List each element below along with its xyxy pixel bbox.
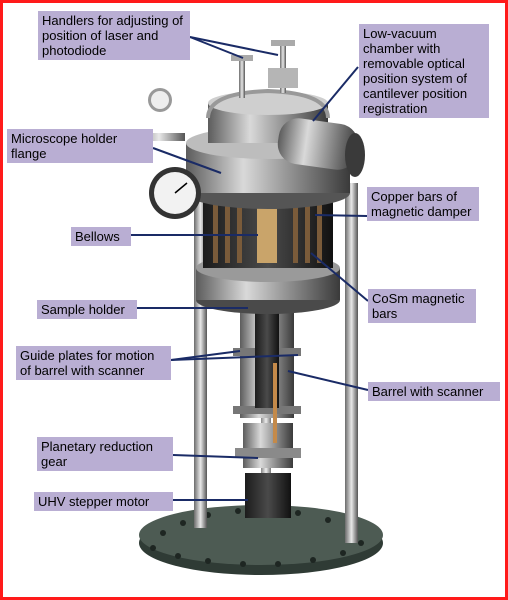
label-bellows: Bellows	[71, 227, 131, 246]
magnetic-damper	[196, 198, 340, 314]
label-handlers: Handlers for adjusting of position of la…	[38, 11, 190, 60]
label-stepper-motor: UHV stepper motor	[34, 492, 173, 511]
scanner-column	[233, 303, 301, 518]
apparatus-illustration	[131, 36, 383, 575]
label-guide-plates: Guide plates for motion of barrel with s…	[16, 346, 171, 380]
optical-tube	[277, 118, 365, 177]
label-planetary-gear: Planetary reduction gear	[37, 437, 173, 471]
label-microscope-flange: Microscope holder flange	[7, 129, 153, 163]
label-barrel: Barrel with scanner	[368, 382, 500, 401]
label-chamber: Low-vacuum chamber with removable optica…	[359, 24, 489, 118]
label-cosm-bars: CoSm magnetic bars	[368, 289, 476, 323]
label-sample-holder: Sample holder	[37, 300, 137, 319]
pressure-gauges	[133, 88, 201, 219]
leader-lines	[131, 36, 369, 501]
label-copper-bars: Copper bars of magnetic damper	[367, 187, 479, 221]
